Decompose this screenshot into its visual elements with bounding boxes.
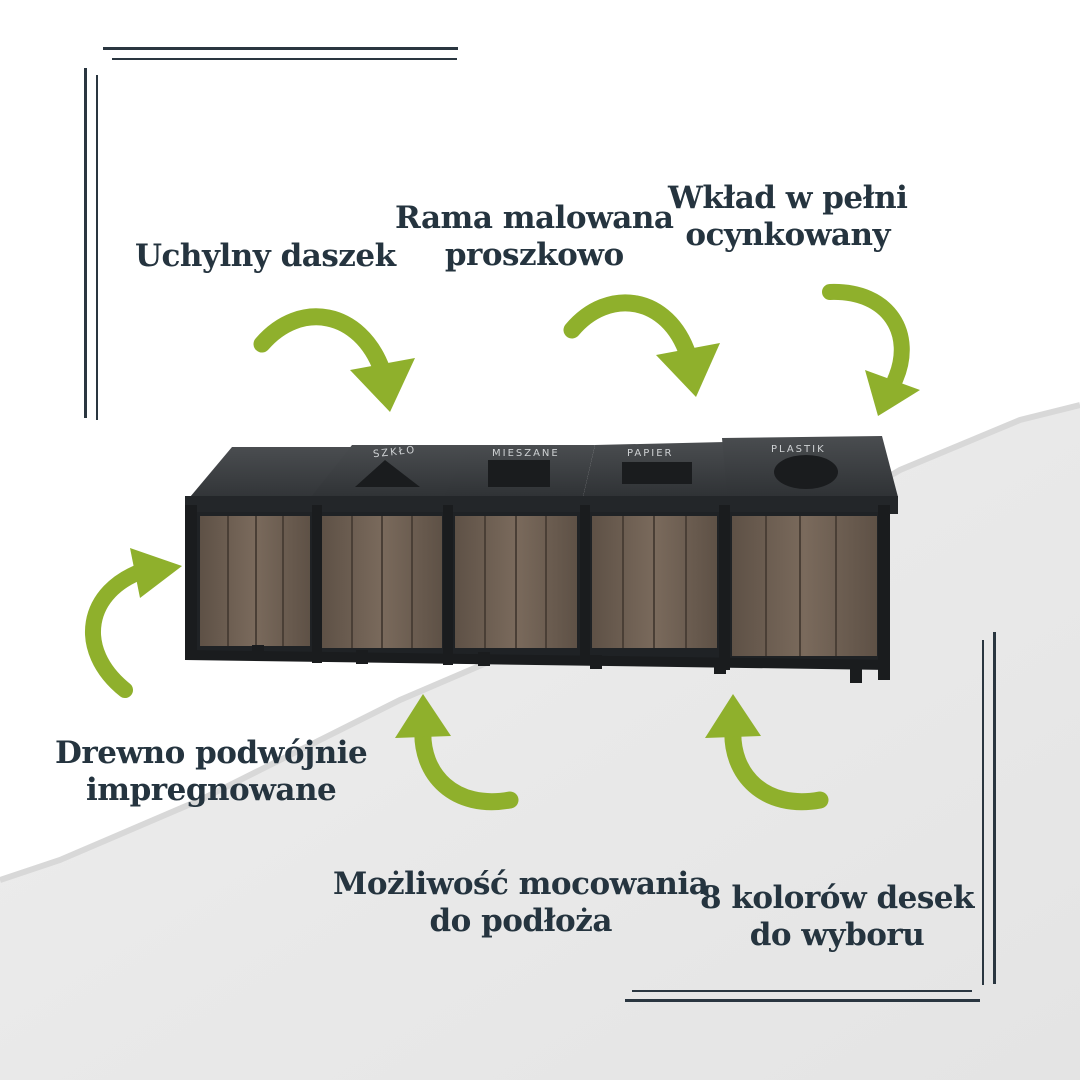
arrow-insert-icon [822, 283, 920, 416]
wood-panel-1 [200, 516, 310, 646]
paper-opening [622, 462, 692, 484]
wood-panel-2 [322, 516, 442, 648]
feature-roof-label: Uchylny daszek [135, 238, 396, 274]
arrow-mounting-icon [395, 694, 519, 811]
frame-top-line-1 [103, 47, 458, 50]
mixed-opening [488, 460, 550, 487]
arrow-colors-icon [705, 694, 829, 811]
frame-right-line-2 [982, 640, 984, 985]
plastic-opening [774, 455, 838, 489]
frame-left-line-1 [84, 68, 87, 418]
frame-bottom-line-2 [632, 990, 972, 992]
arrow-frame-icon [563, 294, 720, 397]
wood-panel-4 [592, 516, 717, 648]
feature-colors-label: 8 kolorów desek do wyboru [700, 880, 975, 953]
frame-bottom-line-1 [625, 999, 980, 1002]
glass-opening [355, 460, 420, 487]
arrow-wood-icon [85, 548, 182, 698]
bin-label-mixed: MIESZANE [492, 448, 560, 459]
feature-mounting-label: Możliwość mocowania do podłoża [333, 866, 709, 939]
bin-label-plastic: PLASTIK [771, 444, 826, 455]
arrow-roof-icon [253, 308, 415, 412]
wood-panel-3 [455, 516, 577, 648]
frame-right-line-1 [993, 632, 996, 984]
feature-wood-label: Drewno podwójnie impregnowane [55, 735, 368, 808]
lid-1 [185, 447, 352, 503]
bin-label-paper: PAPIER [627, 448, 674, 459]
feature-frame-label: Rama malowana proszkowo [395, 200, 674, 273]
frame-left-line-2 [96, 75, 98, 420]
feature-insert-label: Wkład w pełni ocynkowany [668, 180, 908, 253]
frame-top-line-2 [112, 58, 457, 60]
wood-panel-5 [732, 516, 877, 656]
